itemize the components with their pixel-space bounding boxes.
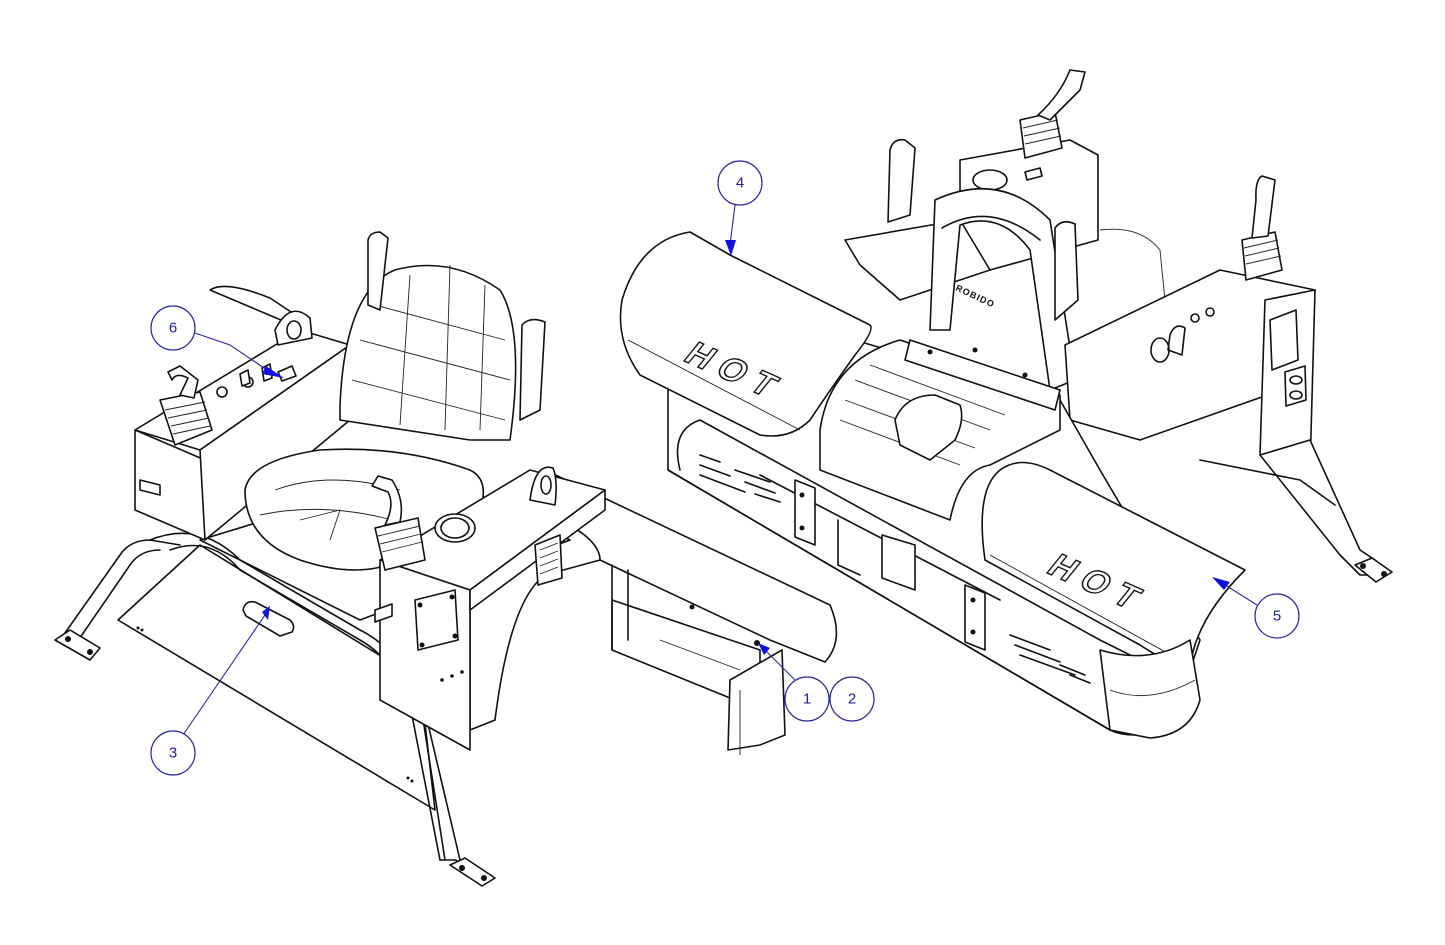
center-access-panel [894,394,963,461]
valve-block [534,534,563,586]
balloon-6[interactable]: 6 [150,305,284,378]
right-joystick [371,475,403,526]
balloon-1[interactable]: 1 [758,643,830,722]
grab-handle [242,600,295,637]
rear-access-plate [1269,309,1299,371]
balloon-5-number: 5 [1273,608,1281,625]
balloon-4[interactable]: 4 [717,160,763,256]
foot-pad-left [54,629,101,661]
right-assembly: ROBIDO [619,69,1393,739]
rear-tray [544,469,838,755]
left-control-tower [134,285,351,541]
access-plate [414,589,459,651]
left-vents [699,454,781,503]
lifting-eye-left [274,310,313,346]
left-joystick [167,365,199,399]
rear-right-joystick [1251,175,1276,239]
balloon-1-number: 1 [803,691,811,708]
right-side-control-tower [1064,175,1393,583]
left-assembly [54,231,838,887]
left-tower-badge [139,479,161,496]
lifting-eye-right [529,466,557,506]
right-control-tower [371,466,606,751]
seat-model-badge: ROBIDO [954,283,996,310]
service-door [881,534,916,591]
balloon-2-number: 2 [848,691,856,708]
left-hood-cover: HOT [619,231,872,437]
balloon-2[interactable]: 2 [829,676,875,722]
balloon-6-number: 6 [169,320,177,337]
balloon-3[interactable]: 3 [150,606,270,776]
foot-pad-front [449,857,496,887]
right-vents [1009,634,1091,684]
balloon-5[interactable]: 5 [1212,577,1300,639]
balloon-3-number: 3 [169,745,177,762]
balloon-4-number: 4 [736,175,744,192]
